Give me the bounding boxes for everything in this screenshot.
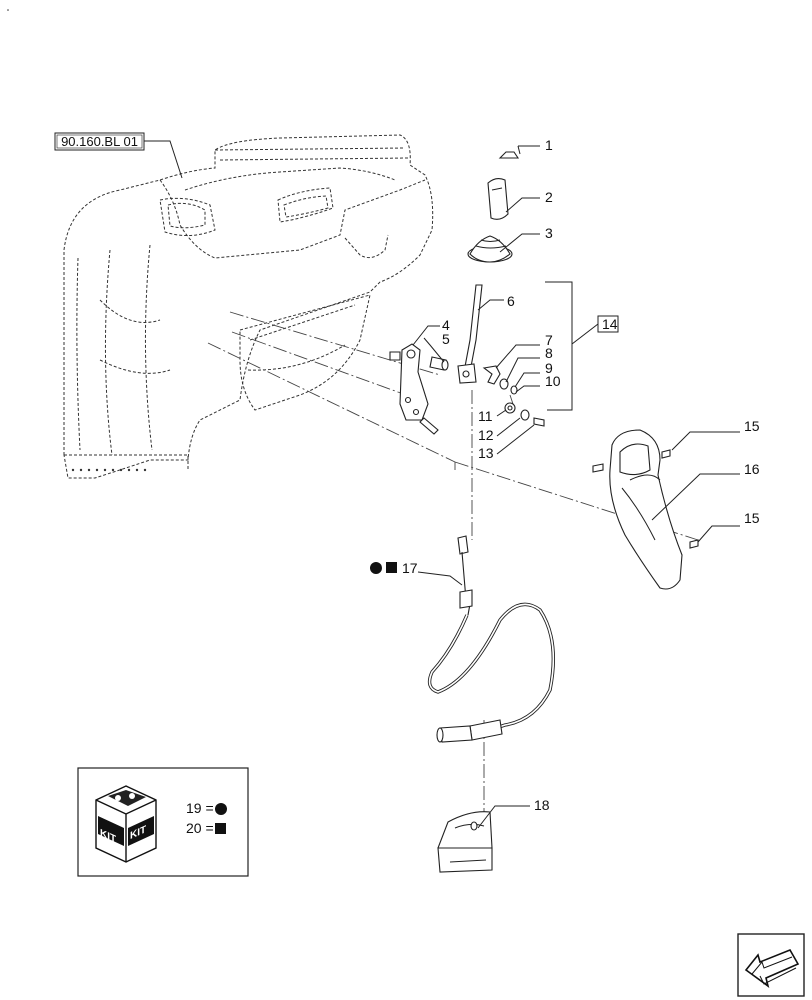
part-13-screw	[533, 417, 545, 427]
callout-leaders	[412, 145, 740, 829]
part-3-boot	[467, 235, 513, 263]
callout-12: 12	[478, 427, 494, 443]
kit-legend-box: KIT KIT 19 = 20 =	[77, 767, 249, 877]
callout-8: 8	[545, 345, 553, 361]
group-14-bracket	[545, 281, 619, 411]
part-5-pin	[429, 356, 449, 371]
part-16-side-cover	[609, 429, 683, 590]
callout-5: 5	[442, 331, 450, 347]
part-2-knob	[487, 177, 509, 220]
callout-11: 11	[478, 408, 493, 424]
callout-17-circle-marker	[370, 562, 382, 574]
callout-4: 4	[442, 317, 450, 333]
callout-3: 3	[545, 225, 553, 241]
part-7-clip	[482, 365, 501, 385]
part-15-screws	[592, 449, 699, 549]
console-housing	[63, 134, 434, 479]
part-4-bracket	[389, 343, 439, 435]
callout-10: 10	[545, 373, 561, 389]
kit-legend-20: 20 =	[186, 820, 214, 836]
part-1-cap	[498, 151, 520, 159]
page-navigation-arrow[interactable]	[737, 933, 805, 997]
callout-2: 2	[545, 189, 553, 205]
callout-17: 17	[402, 560, 418, 576]
reference-label: 90.160.BL 01	[61, 134, 138, 149]
callout-6: 6	[507, 293, 515, 309]
callout-15a: 15	[744, 418, 760, 434]
part-10-bolt	[510, 385, 518, 395]
callout-14: 14	[602, 316, 618, 332]
part-18-bracket	[437, 811, 493, 873]
kit-box-icon: KIT KIT	[95, 785, 157, 863]
corner-dot	[7, 9, 9, 11]
kit-legend-19: 19 =	[186, 800, 214, 816]
callout-1: 1	[545, 137, 553, 153]
callout-15b: 15	[744, 510, 760, 526]
callout-17-square-marker	[386, 562, 397, 573]
part-11-washer	[504, 402, 516, 414]
part-12-nut	[520, 409, 530, 421]
callout-13: 13	[478, 445, 494, 461]
circle-symbol-icon	[215, 803, 227, 815]
callout-16: 16	[744, 461, 760, 477]
callout-7: 7	[545, 332, 553, 348]
callout-9: 9	[545, 360, 553, 376]
part-17-cable	[427, 535, 555, 743]
centerlines	[207, 311, 699, 820]
callout-18: 18	[534, 797, 550, 813]
reference-box[interactable]: 90.160.BL 01	[54, 132, 183, 179]
callout-labels: 1 2 3 4 5 6 7 8 9 10 11 12 13 14 15 15 1…	[370, 137, 760, 813]
square-symbol-icon	[215, 823, 226, 834]
part-6-shift-lever	[457, 284, 483, 384]
